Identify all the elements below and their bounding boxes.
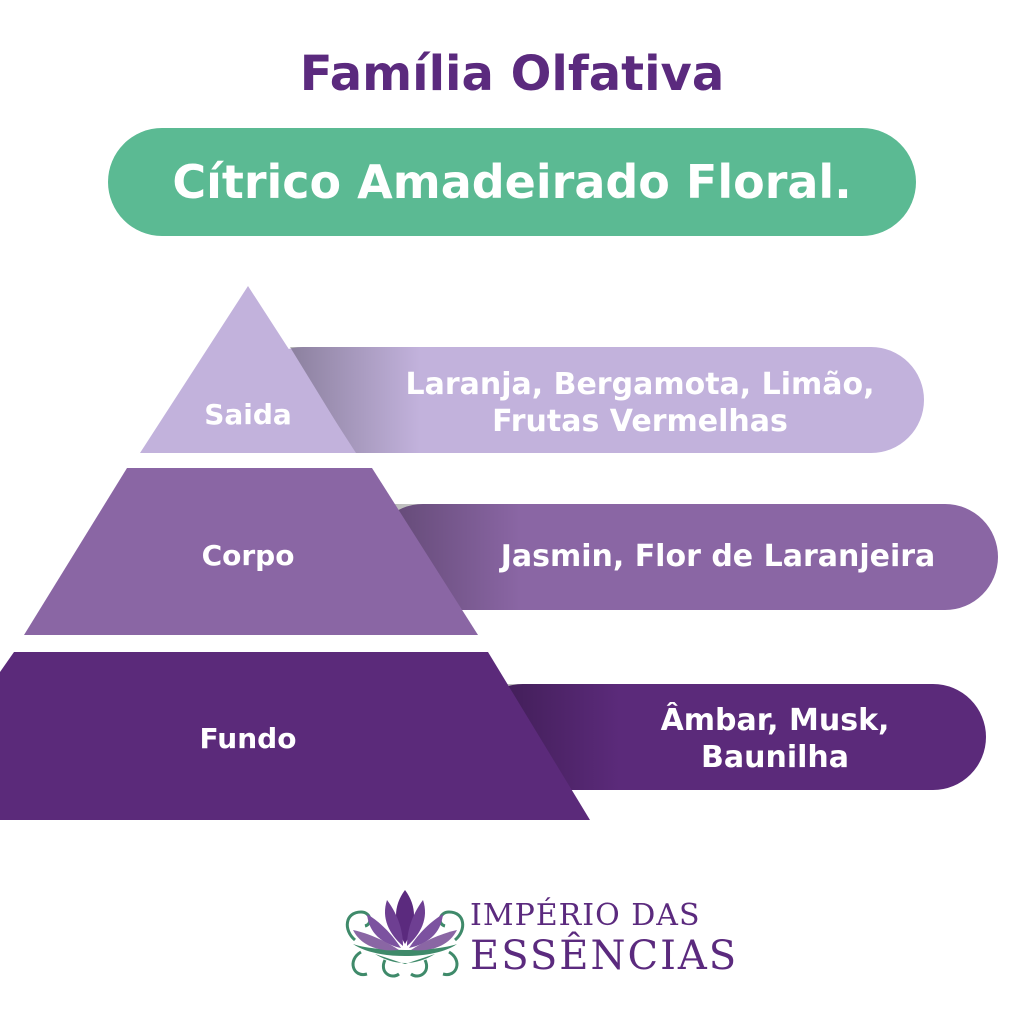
middle-note-band [370, 504, 998, 610]
top-notes-line-2: Frutas Vermelhas [492, 404, 788, 439]
top-tier-label: Saida [204, 398, 292, 431]
pyramid-top-tier [140, 286, 356, 453]
base-tier-label: Fundo [200, 722, 297, 755]
brand-name: IMPÉRIO DAS ESSÊNCIAS [470, 898, 738, 978]
top-band-shadow [290, 347, 420, 453]
base-band-shadow [500, 684, 620, 790]
brand-line-2: ESSÊNCIAS [470, 933, 739, 979]
top-notes-line-1: Laranja, Bergamota, Limão, [405, 367, 874, 402]
base-notes-line-1: Âmbar, Musk, [661, 702, 890, 738]
family-label: Cítrico Amadeirado Floral. [172, 155, 852, 209]
base-notes-line-2: Baunilha [701, 740, 849, 775]
pyramid-base-tier [0, 652, 590, 820]
brand-line-1: IMPÉRIO DAS [470, 898, 701, 933]
lotus-icon [345, 890, 465, 978]
middle-notes-line-1: Jasmin, Flor de Laranjeira [499, 539, 936, 574]
middle-band-shadow [388, 504, 520, 610]
pyramid-middle-tier [24, 468, 478, 635]
middle-tier-label: Corpo [202, 539, 295, 572]
page-title: Família Olfativa [299, 46, 725, 102]
family-pill: Cítrico Amadeirado Floral. [108, 128, 916, 236]
brand-logo [345, 890, 465, 978]
